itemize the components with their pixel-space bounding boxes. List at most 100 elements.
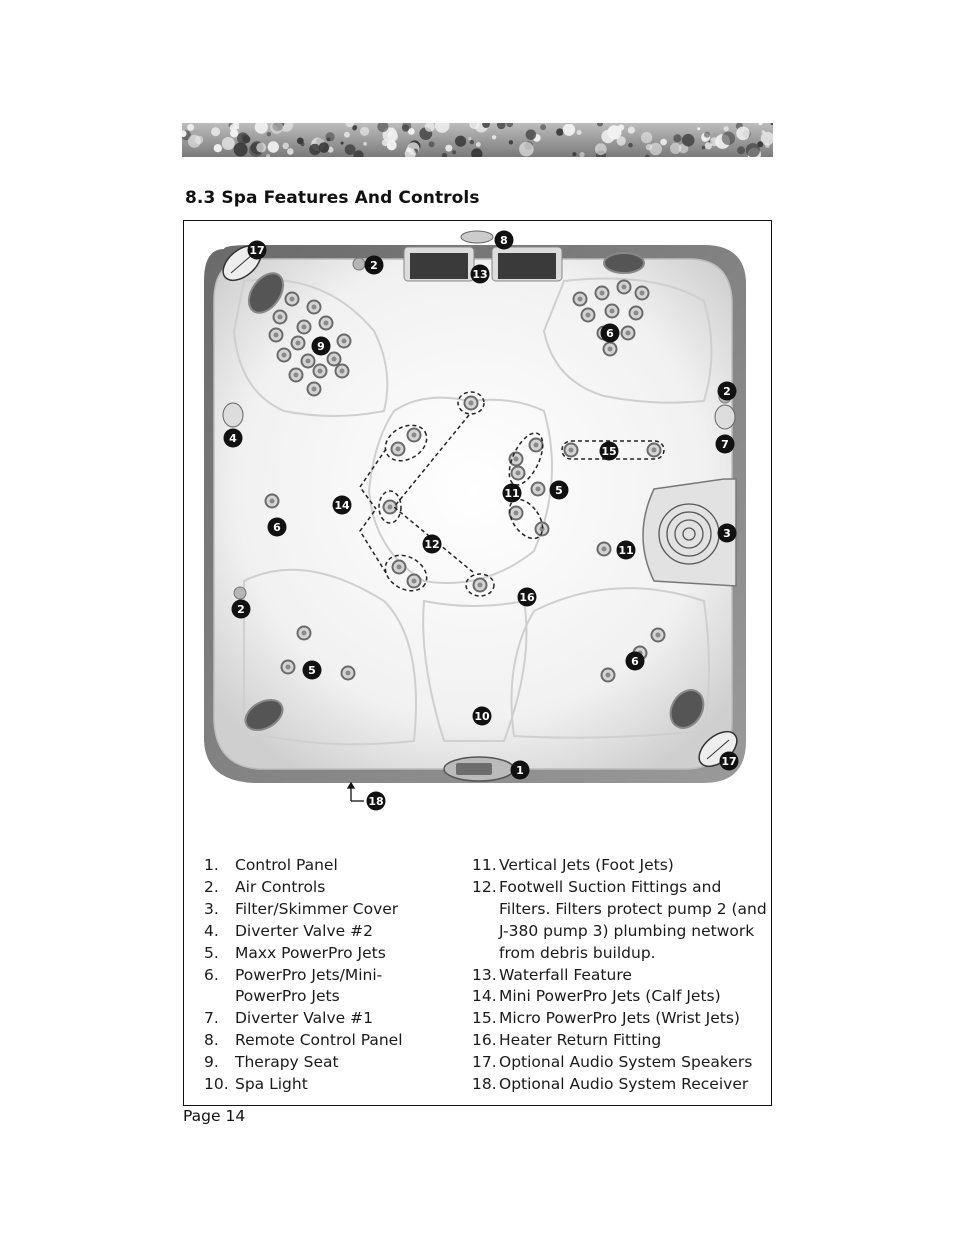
legend-text: Heater Return Fitting <box>499 1031 662 1050</box>
droplet <box>737 146 746 155</box>
svg-text:18: 18 <box>368 795 383 808</box>
jet-nozzle <box>655 632 661 638</box>
legend-item: 7.Diverter Valve #1 <box>204 1008 454 1030</box>
legend-number: 14. <box>472 987 497 1006</box>
svg-text:2: 2 <box>237 603 245 616</box>
droplet <box>352 126 357 131</box>
droplet <box>344 144 356 155</box>
jet-nozzle <box>633 310 639 316</box>
callout-badge: 2 <box>364 255 384 275</box>
droplet <box>377 123 389 133</box>
callout-badge: 6 <box>267 517 287 537</box>
droplet <box>386 140 397 151</box>
jet-nozzle <box>277 314 283 320</box>
legend-number: 1. <box>204 856 219 874</box>
jet-nozzle <box>395 446 401 452</box>
droplet <box>471 148 483 157</box>
droplet <box>508 140 514 145</box>
jet-nozzle <box>317 368 323 374</box>
water-droplet-banner <box>182 123 773 157</box>
legend-text: Diverter Valve #1 <box>235 1009 373 1028</box>
droplet <box>213 144 222 153</box>
section-title: 8.3 Spa Features And Controls <box>185 188 480 208</box>
callout-badge: 7 <box>715 434 735 454</box>
svg-text:6: 6 <box>273 521 281 534</box>
droplet <box>681 133 695 147</box>
svg-text:17: 17 <box>721 755 736 768</box>
legend-item: 15.Micro PowerPro Jets (Wrist Jets) <box>472 1008 772 1030</box>
svg-text:13: 13 <box>472 268 487 281</box>
jet-nozzle <box>273 332 279 338</box>
droplet <box>221 137 235 150</box>
callout-badge: 17 <box>719 751 739 771</box>
legend-text: Micro PowerPro Jets (Wrist Jets) <box>499 1009 740 1028</box>
callout-badge: 4 <box>223 428 243 448</box>
callout-badge: 2 <box>231 599 251 619</box>
callout-badge: 6 <box>625 651 645 671</box>
legend-number: 2. <box>204 877 219 896</box>
droplet <box>673 134 682 143</box>
legend-item: 5.Maxx PowerPro Jets <box>204 943 454 965</box>
jet-nozzle <box>285 664 291 670</box>
jet-nozzle <box>269 498 275 504</box>
svg-text:9: 9 <box>317 340 325 353</box>
callout-badge: 5 <box>302 660 322 680</box>
legend-item: 6.PowerPro Jets/Mini-PowerPro Jets <box>204 965 454 1009</box>
legend-text: Control Panel <box>235 856 338 874</box>
svg-text:10: 10 <box>474 710 490 723</box>
droplet <box>408 128 415 135</box>
droplet <box>723 126 729 132</box>
droplet <box>758 123 763 126</box>
jet-nozzle <box>396 564 402 570</box>
jet-nozzle <box>513 456 519 462</box>
droplet <box>627 126 635 134</box>
air-control-left <box>233 586 247 600</box>
legend-text: Remote Control Panel <box>235 1031 403 1050</box>
droplet <box>678 143 689 154</box>
droplet <box>353 150 364 157</box>
waterfall-feature <box>403 246 563 282</box>
droplet <box>287 148 294 155</box>
droplet <box>770 123 773 126</box>
banner-graphic <box>182 123 773 157</box>
callout-badge: 11 <box>616 540 636 560</box>
legend-number: 4. <box>204 921 219 940</box>
legend-item: 2.Air Controls <box>204 877 454 899</box>
svg-text:16: 16 <box>519 591 535 604</box>
legend-text: Filter/Skimmer Cover <box>235 899 399 918</box>
jet-nozzle <box>293 372 299 378</box>
droplet <box>187 123 195 131</box>
droplet <box>309 143 321 156</box>
droplet <box>345 123 354 128</box>
jet-nozzle <box>411 578 417 584</box>
droplet <box>235 125 240 130</box>
droplet <box>736 126 750 141</box>
droplet <box>344 131 350 138</box>
droplet <box>326 137 331 142</box>
legend-item: 13.Waterfall Feature <box>472 965 772 987</box>
droplet <box>645 154 650 157</box>
legend-text: Diverter Valve #2 <box>235 921 373 940</box>
legend-number: 15. <box>472 1009 497 1028</box>
droplet <box>360 126 370 136</box>
filter-skimmer-cover <box>642 478 737 587</box>
callout-badge: 8 <box>494 230 514 250</box>
droplet <box>482 123 490 128</box>
svg-text:5: 5 <box>308 664 316 677</box>
legend-item: 11.Vertical Jets (Foot Jets) <box>472 855 772 877</box>
droplet <box>270 123 284 134</box>
droplet <box>266 154 271 157</box>
svg-text:14: 14 <box>334 499 350 512</box>
legend-text: Optional Audio System Receiver <box>499 1075 749 1094</box>
legend-text: Waterfall Feature <box>499 965 632 984</box>
droplet <box>256 142 267 153</box>
callout-badge: 13 <box>470 264 490 284</box>
legend-number: 3. <box>204 899 219 918</box>
droplet <box>525 129 537 140</box>
callout-badge: 10 <box>472 706 492 726</box>
droplet <box>697 127 701 131</box>
callout-badge: 9 <box>311 336 331 356</box>
droplet <box>428 141 435 148</box>
